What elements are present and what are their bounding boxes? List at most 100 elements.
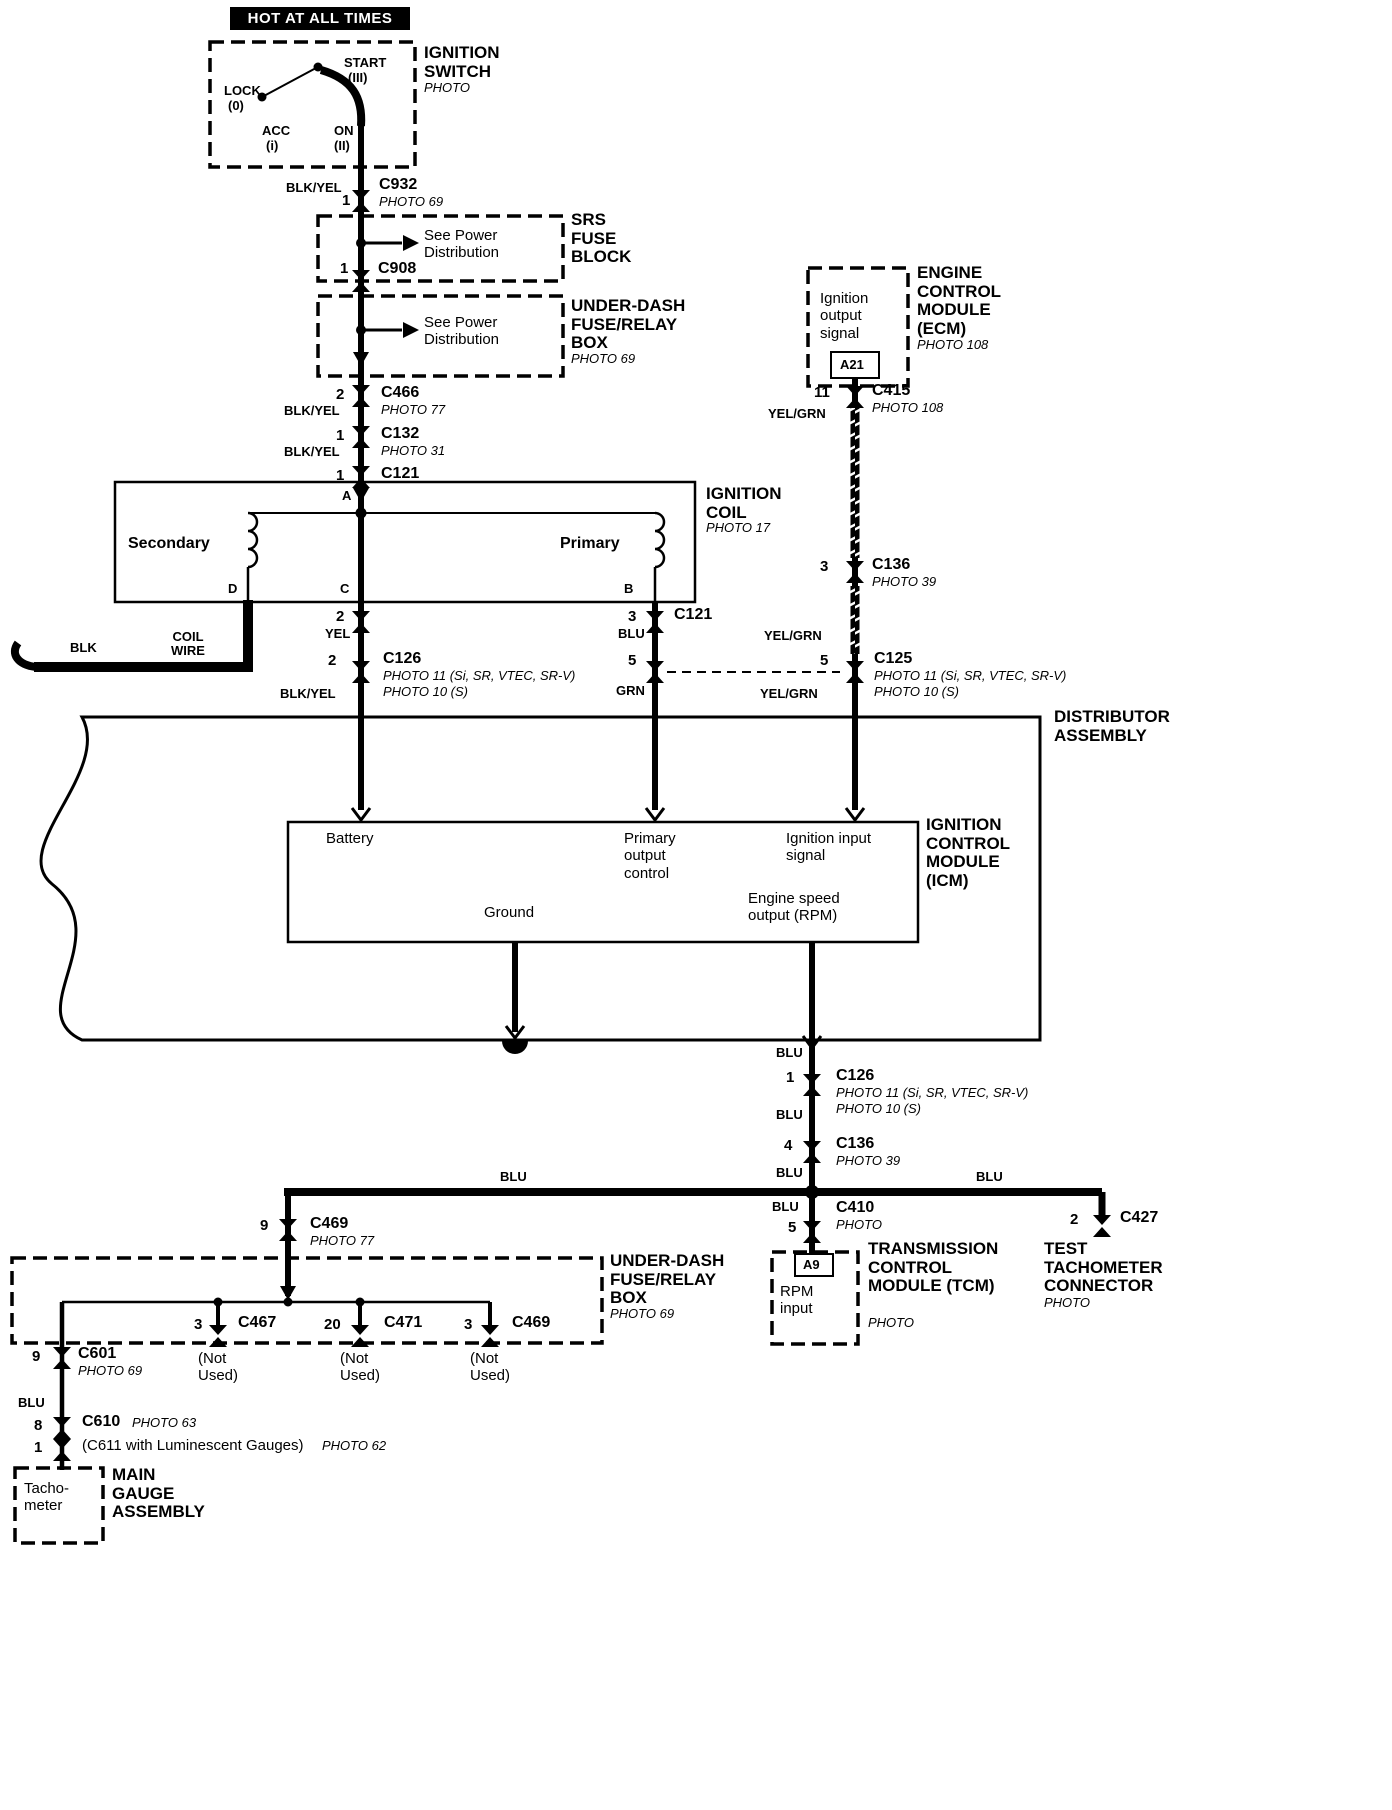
tachometer-box — [13, 1466, 105, 1545]
connector-name: C121 — [381, 465, 420, 482]
connector-name: C908 — [378, 260, 417, 277]
tcm-title: TRANSMISSION CONTROL MODULE (TCM) — [868, 1239, 999, 1296]
ignition-switch-title: IGNITION SWITCH — [424, 43, 500, 81]
connector-photo: PHOTO 77 — [310, 1233, 375, 1248]
coil-pin-b: B — [624, 581, 634, 596]
connector-name: C125 — [874, 650, 913, 667]
test-tach-photo: PHOTO — [1044, 1295, 1090, 1310]
coil-pin-d: D — [228, 581, 238, 596]
wire-color-label: BLU — [618, 626, 645, 641]
switch-pos-on-num: (II) — [334, 138, 350, 153]
connector-pin: 2 — [1070, 1211, 1079, 1228]
wire-color-label: BLK/YEL — [284, 403, 340, 418]
connector-photo: PHOTO 10 (S) — [383, 684, 469, 699]
ecm-box — [806, 266, 910, 388]
connector-pin: 9 — [32, 1348, 41, 1365]
ecm-a21-pin: A21 — [840, 357, 864, 372]
wire-color-label: BLU — [776, 1107, 803, 1122]
icm-rpm-output-label: Engine speed output (RPM) — [748, 890, 840, 925]
connector-pin: 5 — [788, 1219, 797, 1236]
ignition-switch-box — [208, 40, 417, 169]
coil-primary-label: Primary — [560, 535, 620, 552]
hatched-wire-upper — [850, 408, 860, 558]
switch-pos-start: START — [344, 55, 387, 70]
connector-name: C121 — [674, 606, 713, 623]
tcm-photo: PHOTO — [868, 1315, 914, 1330]
connector-photo: PHOTO — [836, 1217, 882, 1232]
connector-pin: 2 — [336, 608, 345, 625]
connector-name: C126 — [383, 650, 422, 667]
connector-pin: 2 — [336, 386, 345, 403]
coil-secondary-label: Secondary — [128, 535, 210, 552]
under-dash-box-title: UNDER-DASH FUSE/RELAY BOX — [610, 1251, 725, 1308]
connector-pin: 3 — [464, 1316, 473, 1333]
connector-photo: PHOTO 10 (S) — [874, 684, 960, 699]
wire-color-label: YEL/GRN — [760, 686, 818, 701]
connector-photo: PHOTO 11 (Si, SR, VTEC, SR-V) — [874, 668, 1067, 683]
distributor-box — [39, 715, 1042, 1042]
wire-color-label: BLU — [18, 1395, 45, 1410]
connector-photo: PHOTO 39 — [836, 1153, 901, 1168]
wire-color-label: YEL/GRN — [764, 628, 822, 643]
tcm-a9-pin: A9 — [803, 1257, 820, 1272]
connector-photo: PHOTO 11 (Si, SR, VTEC, SR-V) — [383, 668, 576, 683]
connector-pin: 1 — [342, 192, 351, 209]
icm-ground-label: Ground — [484, 904, 535, 921]
connector-photo: PHOTO 11 (Si, SR, VTEC, SR-V) — [836, 1085, 1029, 1100]
wire-color-label: YEL — [325, 626, 351, 641]
switch-pos-lock: LOCK — [224, 83, 261, 98]
connector-photo: PHOTO 108 — [872, 400, 944, 415]
coil-wire-label: COIL WIRE — [171, 629, 205, 659]
connector-name: C132 — [381, 425, 420, 442]
connector-pin: 2 — [328, 652, 337, 669]
switch-pos-on: ON — [334, 123, 354, 138]
switch-contacts-icon — [257, 62, 366, 127]
ecm-signal-label: Ignition output signal — [820, 290, 869, 342]
switch-pos-acc-num: (i) — [266, 138, 279, 153]
icm-battery-label: Battery — [326, 830, 374, 847]
connector-pin: 4 — [784, 1137, 793, 1154]
connector-name: C415 — [872, 382, 911, 399]
junction-dots — [213, 238, 819, 1307]
connector-pin: 1 — [786, 1069, 795, 1086]
connector-name: C427 — [1120, 1209, 1159, 1226]
connector-photo: PHOTO 69 — [379, 194, 444, 209]
connector-pin: 5 — [628, 652, 637, 669]
test-tach-title: TEST TACHOMETER CONNECTOR — [1044, 1239, 1163, 1296]
coil-pin-c: C — [340, 581, 350, 596]
under-dash-box-title: UNDER-DASH FUSE/RELAY BOX — [571, 296, 686, 353]
wire-color-label: BLK — [70, 640, 97, 655]
connector-photo: PHOTO 69 — [78, 1363, 143, 1378]
distributor-title: DISTRIBUTOR ASSEMBLY — [1054, 707, 1170, 745]
connector-photo: PHOTO 62 — [322, 1438, 387, 1453]
connector-name: C471 — [384, 1314, 423, 1331]
tachometer-label: meter — [24, 1497, 63, 1514]
connector-pin: 1 — [336, 427, 345, 444]
connector-pin: 5 — [820, 652, 829, 669]
under-dash-box-2 — [10, 1256, 604, 1345]
wire-color-label: BLU — [776, 1165, 803, 1180]
ignition-coil-box — [113, 480, 697, 604]
connector-photo: PHOTO 10 (S) — [836, 1101, 922, 1116]
connector-name: C136 — [836, 1135, 875, 1152]
ecm-title: ENGINE CONTROL MODULE (ECM) — [917, 263, 1001, 339]
ignition-coil-photo: PHOTO 17 — [706, 520, 771, 535]
connector-pin: 1 — [340, 260, 349, 277]
wire-color-label: BLK/YEL — [284, 444, 340, 459]
connector-pin: 1 — [336, 467, 345, 484]
connector-pin: 3 — [820, 558, 829, 575]
see-power-note: See Power Distribution — [424, 227, 500, 262]
wire-color-label: BLU — [772, 1199, 799, 1214]
connector-name: C469 — [512, 1314, 551, 1331]
connector-pin: 11 — [814, 384, 830, 401]
connector-photo: PHOTO 31 — [381, 443, 446, 458]
connector-photo: PHOTO 63 — [132, 1415, 197, 1430]
coil-pin-a: A — [342, 488, 352, 503]
connector-name: C601 — [78, 1345, 117, 1362]
ignition-coil-title: IGNITION COIL — [706, 484, 782, 522]
connector-name: C410 — [836, 1199, 875, 1216]
switch-pos-lock-num: (0) — [228, 98, 244, 113]
connector-name: C610 — [82, 1413, 121, 1430]
